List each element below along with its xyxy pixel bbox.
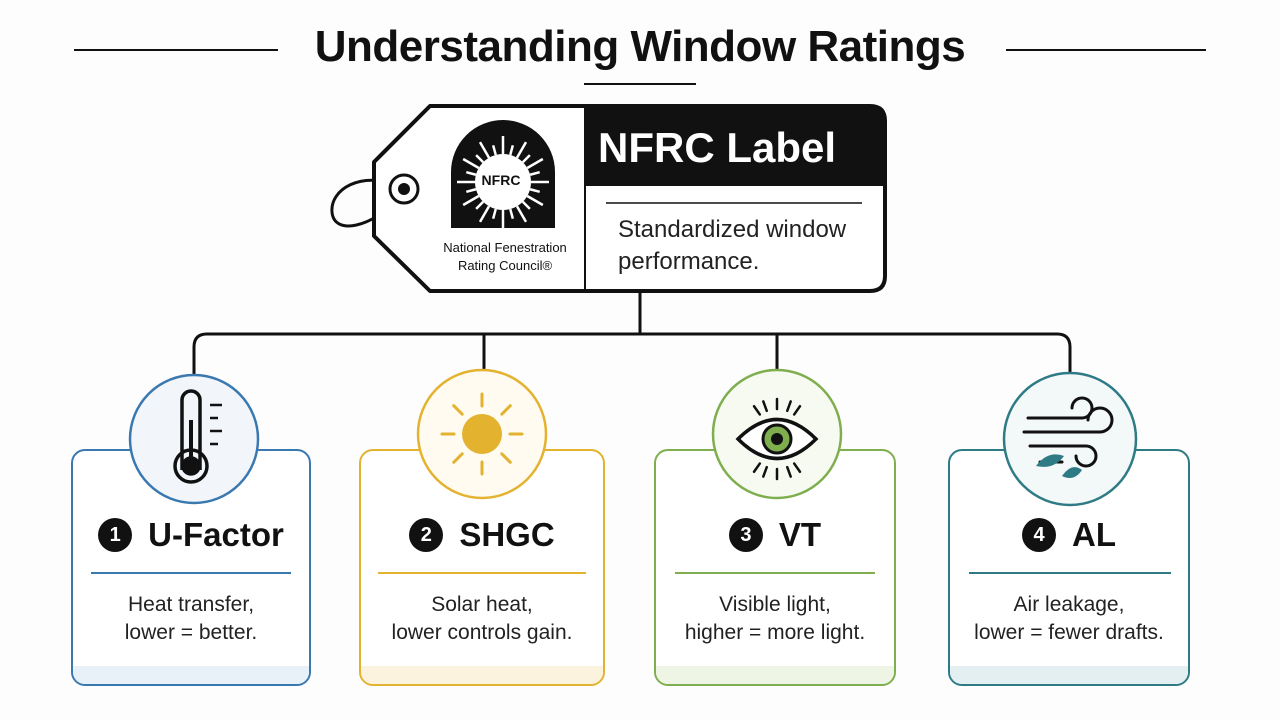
- card-head-shgc: 2 SHGC: [359, 510, 605, 560]
- rating-card-shgc: [359, 449, 605, 686]
- number-badge: 2: [409, 518, 444, 552]
- card-divider: [91, 572, 291, 574]
- number-badge: 1: [98, 518, 133, 552]
- number-badge: 3: [728, 518, 763, 552]
- connector-lines: [192, 291, 1072, 378]
- tag-heading: NFRC Label: [598, 124, 837, 171]
- rating-card-al: [948, 449, 1190, 686]
- nfrc-logo-caption: National Fenestration Rating Council®: [443, 240, 567, 273]
- card-description: Heat transfer, lower = better.: [124, 593, 258, 644]
- card-head-vt: 3 VT: [654, 510, 896, 560]
- tag-header-band: [585, 106, 885, 186]
- card-title: SHGC: [459, 516, 555, 553]
- card-description: Visible light, higher = more light.: [684, 593, 866, 644]
- rating-card-u-factor: [71, 449, 311, 686]
- title-rule-right: [1006, 49, 1206, 51]
- nfrc-logo-text: NFRC: [481, 172, 521, 188]
- tag-description: Standardized window performance.: [618, 216, 847, 275]
- card-head-u-factor: 1 U-Factor: [71, 510, 311, 560]
- card-title: AL: [1072, 516, 1116, 553]
- rating-card-vt: [654, 449, 896, 686]
- card-head-al: 4 AL: [948, 510, 1190, 560]
- card-title: VT: [778, 516, 822, 553]
- nfrc-logo-icon: [451, 120, 555, 228]
- card-description: Air leakage, lower = fewer drafts.: [974, 593, 1164, 644]
- page-title: Understanding Window Ratings: [314, 22, 966, 71]
- card-divider: [969, 572, 1171, 574]
- card-divider: [675, 572, 875, 574]
- card-divider: [378, 572, 586, 574]
- title-rule-left: [74, 49, 278, 51]
- card-description: Solar heat, lower controls gain.: [391, 593, 573, 644]
- number-badge: 4: [1022, 518, 1056, 552]
- card-title: U-Factor: [148, 516, 284, 553]
- title-underline: [584, 83, 696, 85]
